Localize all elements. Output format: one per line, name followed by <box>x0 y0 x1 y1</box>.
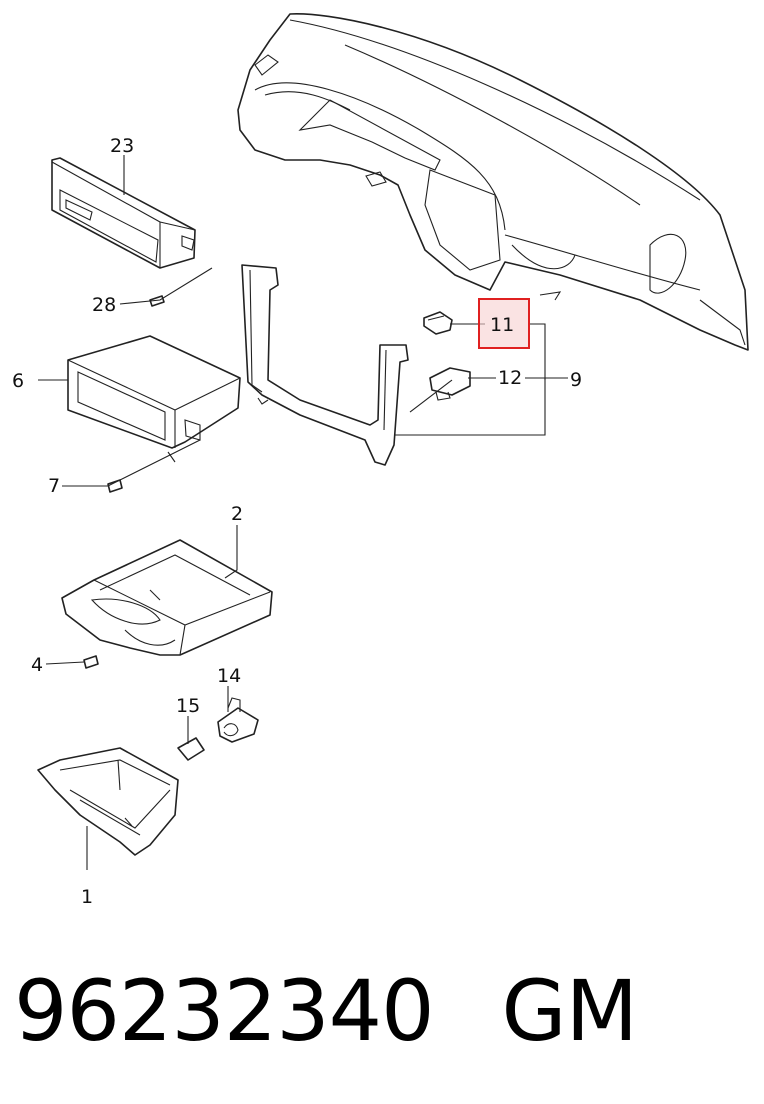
callout-12: 12 <box>498 367 522 389</box>
callout-28: 28 <box>92 294 116 316</box>
highlight-box <box>478 298 530 349</box>
callout-1: 1 <box>81 886 93 908</box>
socket-part-14 <box>217 697 259 743</box>
screw-28 <box>149 295 165 307</box>
callout-9: 9 <box>570 369 582 391</box>
switch-part-12 <box>429 367 471 401</box>
callout-6: 6 <box>12 370 24 392</box>
callout-14: 14 <box>217 665 241 687</box>
callout-11: 11 <box>490 314 514 336</box>
callout-15: 15 <box>176 695 200 717</box>
screw-4 <box>83 655 99 669</box>
leader-lines <box>38 155 568 870</box>
callout-2: 2 <box>231 503 243 525</box>
clip-part-11 <box>423 311 453 335</box>
bulb-part-15 <box>177 737 205 761</box>
callout-7: 7 <box>48 475 60 497</box>
switch-panel-part-23 <box>51 157 196 269</box>
callout-4: 4 <box>31 654 43 676</box>
part-number: 96232340 <box>14 962 435 1060</box>
callout-23: 23 <box>110 135 134 157</box>
brand-name: GM <box>501 962 639 1060</box>
ashtray-part-1 <box>37 747 179 856</box>
center-console-bezel <box>241 264 409 466</box>
dashboard-panel <box>237 13 749 351</box>
footer-part-info: 96232340 GM <box>14 962 639 1060</box>
screw-7 <box>107 479 123 493</box>
tray-holder-part-2 <box>61 539 273 656</box>
pocket-bracket-part-6 <box>67 335 241 463</box>
